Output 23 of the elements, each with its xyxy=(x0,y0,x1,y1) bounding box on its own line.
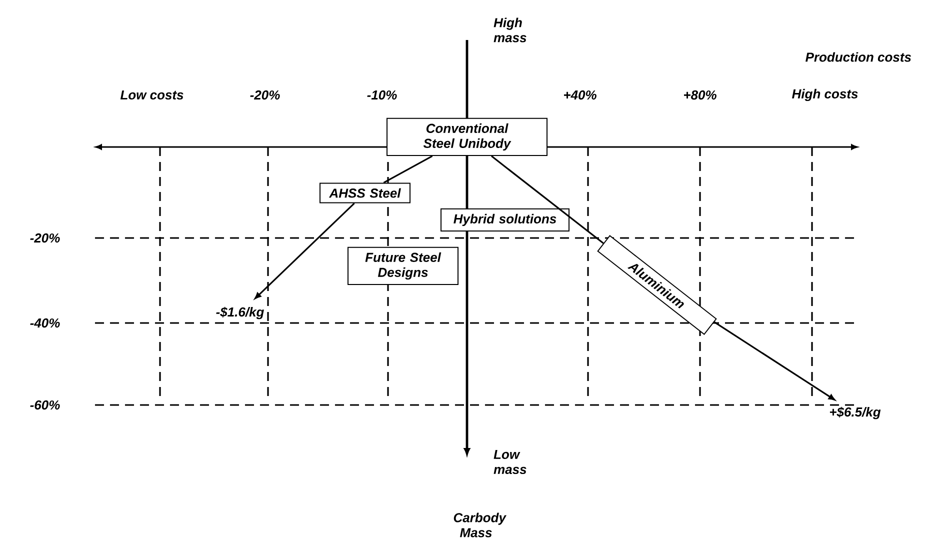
connector-line xyxy=(714,321,836,400)
axis-label: High costs xyxy=(792,88,858,102)
axis-label: High mass xyxy=(494,18,526,42)
material-box: Conventional Steel Unibody xyxy=(386,118,548,156)
axis-label: +40% xyxy=(564,90,596,100)
cost-label: +$6.5/kg xyxy=(830,406,881,420)
connector-line xyxy=(490,155,604,244)
material-box: Future Steel Designs xyxy=(348,246,458,286)
cost-label: -$1.6/kg xyxy=(216,306,264,320)
material-box: Hybrid solutions xyxy=(440,208,570,232)
material-box: AHSS Steel xyxy=(320,182,410,204)
axis-label: -20% xyxy=(250,90,280,100)
axis-label: Production costs xyxy=(806,52,912,62)
connector-line xyxy=(254,202,355,299)
axis-label: Low mass xyxy=(494,450,526,474)
axis-label: -20% xyxy=(30,233,60,243)
axis-label: Carbody Mass xyxy=(454,512,506,538)
axis-label: -40% xyxy=(30,318,60,328)
axis-label: -10% xyxy=(367,90,397,100)
axis-label: -60% xyxy=(30,400,60,410)
axis-label: +80% xyxy=(684,90,716,100)
axis-label: Low costs xyxy=(120,90,184,100)
connector-line xyxy=(383,155,433,184)
